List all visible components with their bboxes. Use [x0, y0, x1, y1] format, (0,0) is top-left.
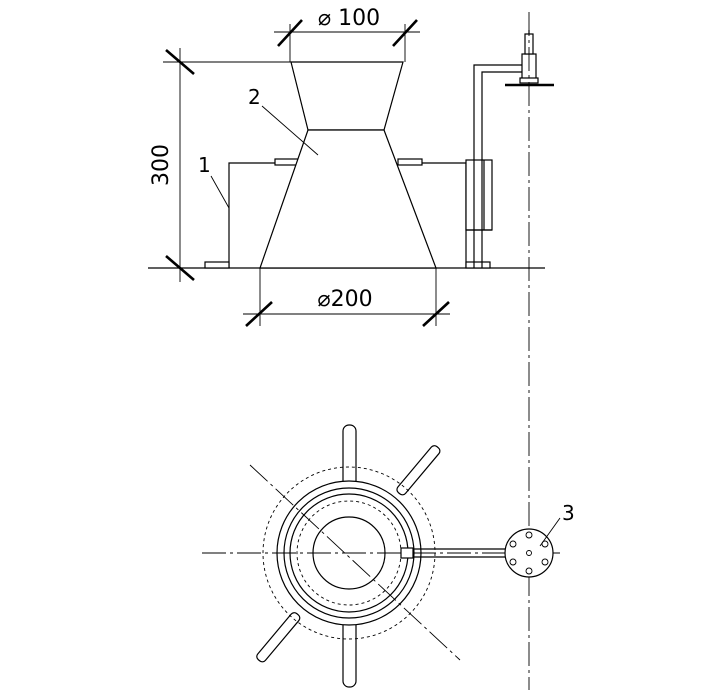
plan-diagonal-centerline [249, 464, 461, 661]
mount-plate [465, 159, 493, 231]
top-diameter-label: ⌀ 100 [318, 6, 380, 31]
plan-sensor-arm [400, 547, 512, 559]
top-diameter-dimension: ⌀ 100 [274, 6, 420, 62]
callout-1-label: 1 [198, 153, 211, 177]
callout-3-label: 3 [562, 501, 575, 525]
callout-2-leader [261, 105, 319, 156]
funnel-body [259, 61, 437, 269]
support-legs [256, 424, 441, 688]
bottom-diameter-dimension: ⌀200 [243, 268, 450, 327]
plan-view [202, 424, 561, 688]
callout-3-leader [539, 517, 561, 547]
sensor-plan [504, 528, 554, 578]
support-frame [204, 158, 491, 269]
sensor-arm [473, 64, 522, 268]
height-dimension-label: 300 [149, 144, 174, 186]
elevation-view: 300 ⌀ 100 ⌀200 [148, 6, 554, 690]
bottom-diameter-label: ⌀200 [317, 287, 372, 312]
height-dimension: 300 [149, 48, 292, 282]
callout-1-leader [210, 175, 230, 209]
callout-2-label: 2 [248, 85, 261, 109]
sensor-elevation [505, 30, 554, 87]
